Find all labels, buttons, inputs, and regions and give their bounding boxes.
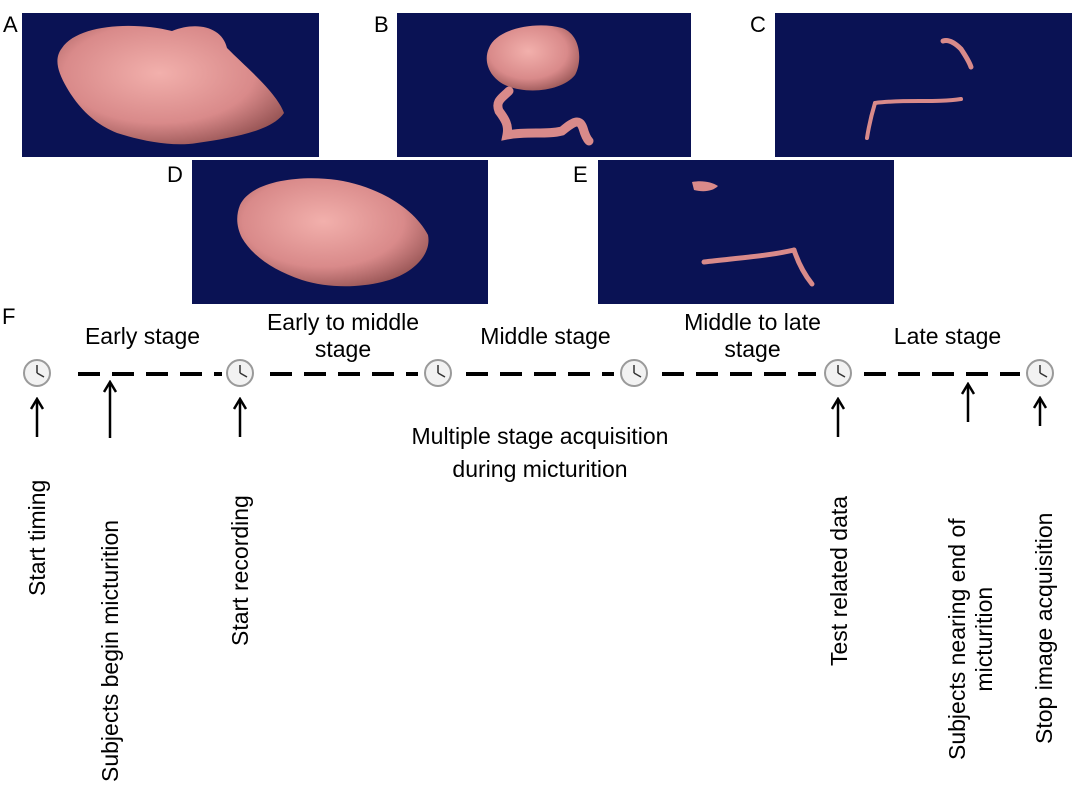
stage-middle-to-late-line2: stage [724,336,781,362]
event-start-timing: Start timing [24,479,50,596]
stage-early-to-middle-line1: Early to middle [266,309,420,335]
residual-bladder-shape [692,181,815,287]
clock-icon [23,359,51,387]
stage-middle: Middle stage [480,323,611,349]
panel-label-c: C [750,12,766,37]
acquisition-note: Multiple stage acquisition during mictur… [345,420,735,486]
bladder-full-shape [57,25,284,145]
event-stop-image-acquisition: Stop image acquisition [1031,512,1057,744]
panel-label-d: D [167,162,183,187]
arrow-up-icon [1033,396,1047,426]
event-test-related-data: Test related data [826,495,852,666]
clock-icon [620,359,648,387]
bladder-urethra-shape [486,25,594,146]
panel-label-a: A [3,12,18,37]
event-start-recording: Start recording [227,495,253,646]
bladder-render-e [598,160,894,304]
bladder-reduced-shape [237,178,429,287]
stage-late: Late stage [893,323,1002,349]
bladder-render-a [22,13,319,157]
stage-middle-to-late: Middle to late stage [655,309,850,363]
stage-early: Early stage [84,323,201,349]
event-subjects-begin-micturition: Subjects begin micturition [97,519,123,782]
stage-middle-to-late-line1: Middle to late [684,309,821,335]
acquisition-note-line2: during micturition [452,456,628,482]
clock-icon [424,359,452,387]
residual-urethra-shape [865,38,974,140]
arrow-up-icon [30,397,44,437]
arrow-up-icon [961,382,975,422]
event-subjects-nearing-end: Subjects nearing end of micturition [944,518,998,760]
stage-early-to-middle-line2: stage [314,336,372,362]
event-subjects-nearing-end-line1: Subjects nearing end of [944,518,970,760]
bladder-render-c [775,13,1072,157]
acquisition-note-line1: Multiple stage acquisition [411,423,669,449]
clock-icon [824,359,852,387]
arrow-up-icon [103,380,117,438]
panel-label-e: E [573,162,588,187]
arrow-up-icon [831,397,845,437]
arrow-up-icon [233,397,247,437]
bladder-render-d [192,160,488,304]
bladder-render-b [397,13,691,157]
panel-label-b: B [374,12,389,37]
clock-icon [1026,359,1054,387]
panel-label-f: F [2,304,16,329]
event-subjects-nearing-end-line2: micturition [971,586,997,692]
stage-early-to-middle: Early to middle stage [243,309,443,363]
clock-icon [226,359,254,387]
